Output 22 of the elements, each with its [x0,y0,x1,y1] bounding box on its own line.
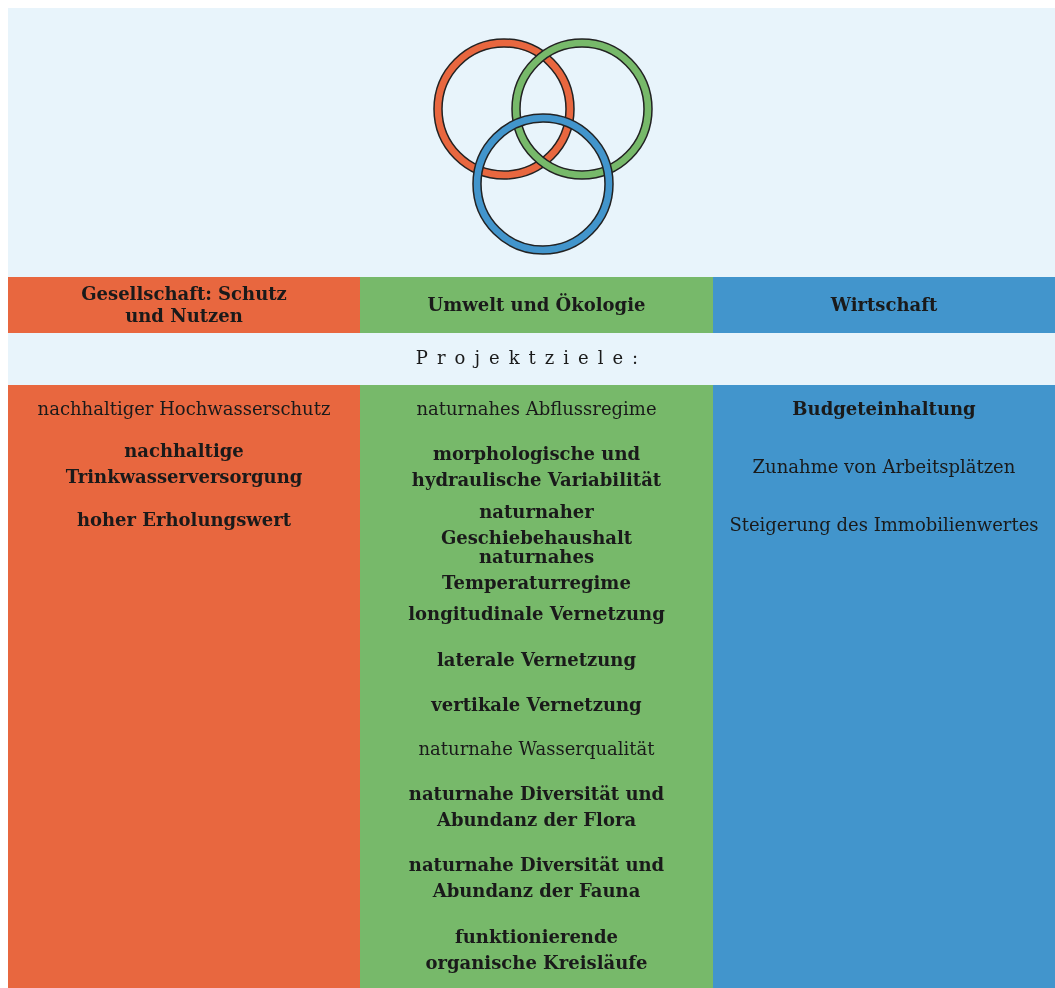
subheading-band [8,333,1055,385]
column-panel [713,385,1055,988]
column-panel [8,385,360,988]
goal-text: Budgeteinhaltung [791,397,977,421]
column-header: Umwelt und Ökologie [360,277,713,333]
column-header: Gesellschaft: Schutz und Nutzen [8,277,360,333]
goal-text: Steigerung des Immobilienwertes [728,513,1040,537]
goal-text: naturnahes Abflussregime [415,397,658,421]
goal-text: hoher Erholungswert [75,508,293,532]
goal-text: longitudinale Vernetzung [407,602,666,626]
goal-text: nachhaltiger Hochwasserschutz [36,397,332,421]
goal-text: Zunahme von Arbeitsplätzen [751,455,1017,479]
goal-text: funktionierende organische Kreisläufe [424,925,649,975]
column-header: Wirtschaft [713,277,1055,333]
column-panel [360,385,713,988]
goal-text: naturnahe Diversität und Abundanz der Flora [407,782,666,832]
goal-text: naturnahe Wasserqualität [417,737,656,761]
goal-text: vertikale Vernetzung [430,693,643,717]
goal-text: naturnahe Diversität und Abundanz der Fauna [407,853,666,903]
goal-text: nachhaltige Trinkwasserversorgung [64,439,304,489]
goal-text: laterale Vernetzung [435,648,638,672]
subheading-text: Projektziele: [414,347,649,368]
